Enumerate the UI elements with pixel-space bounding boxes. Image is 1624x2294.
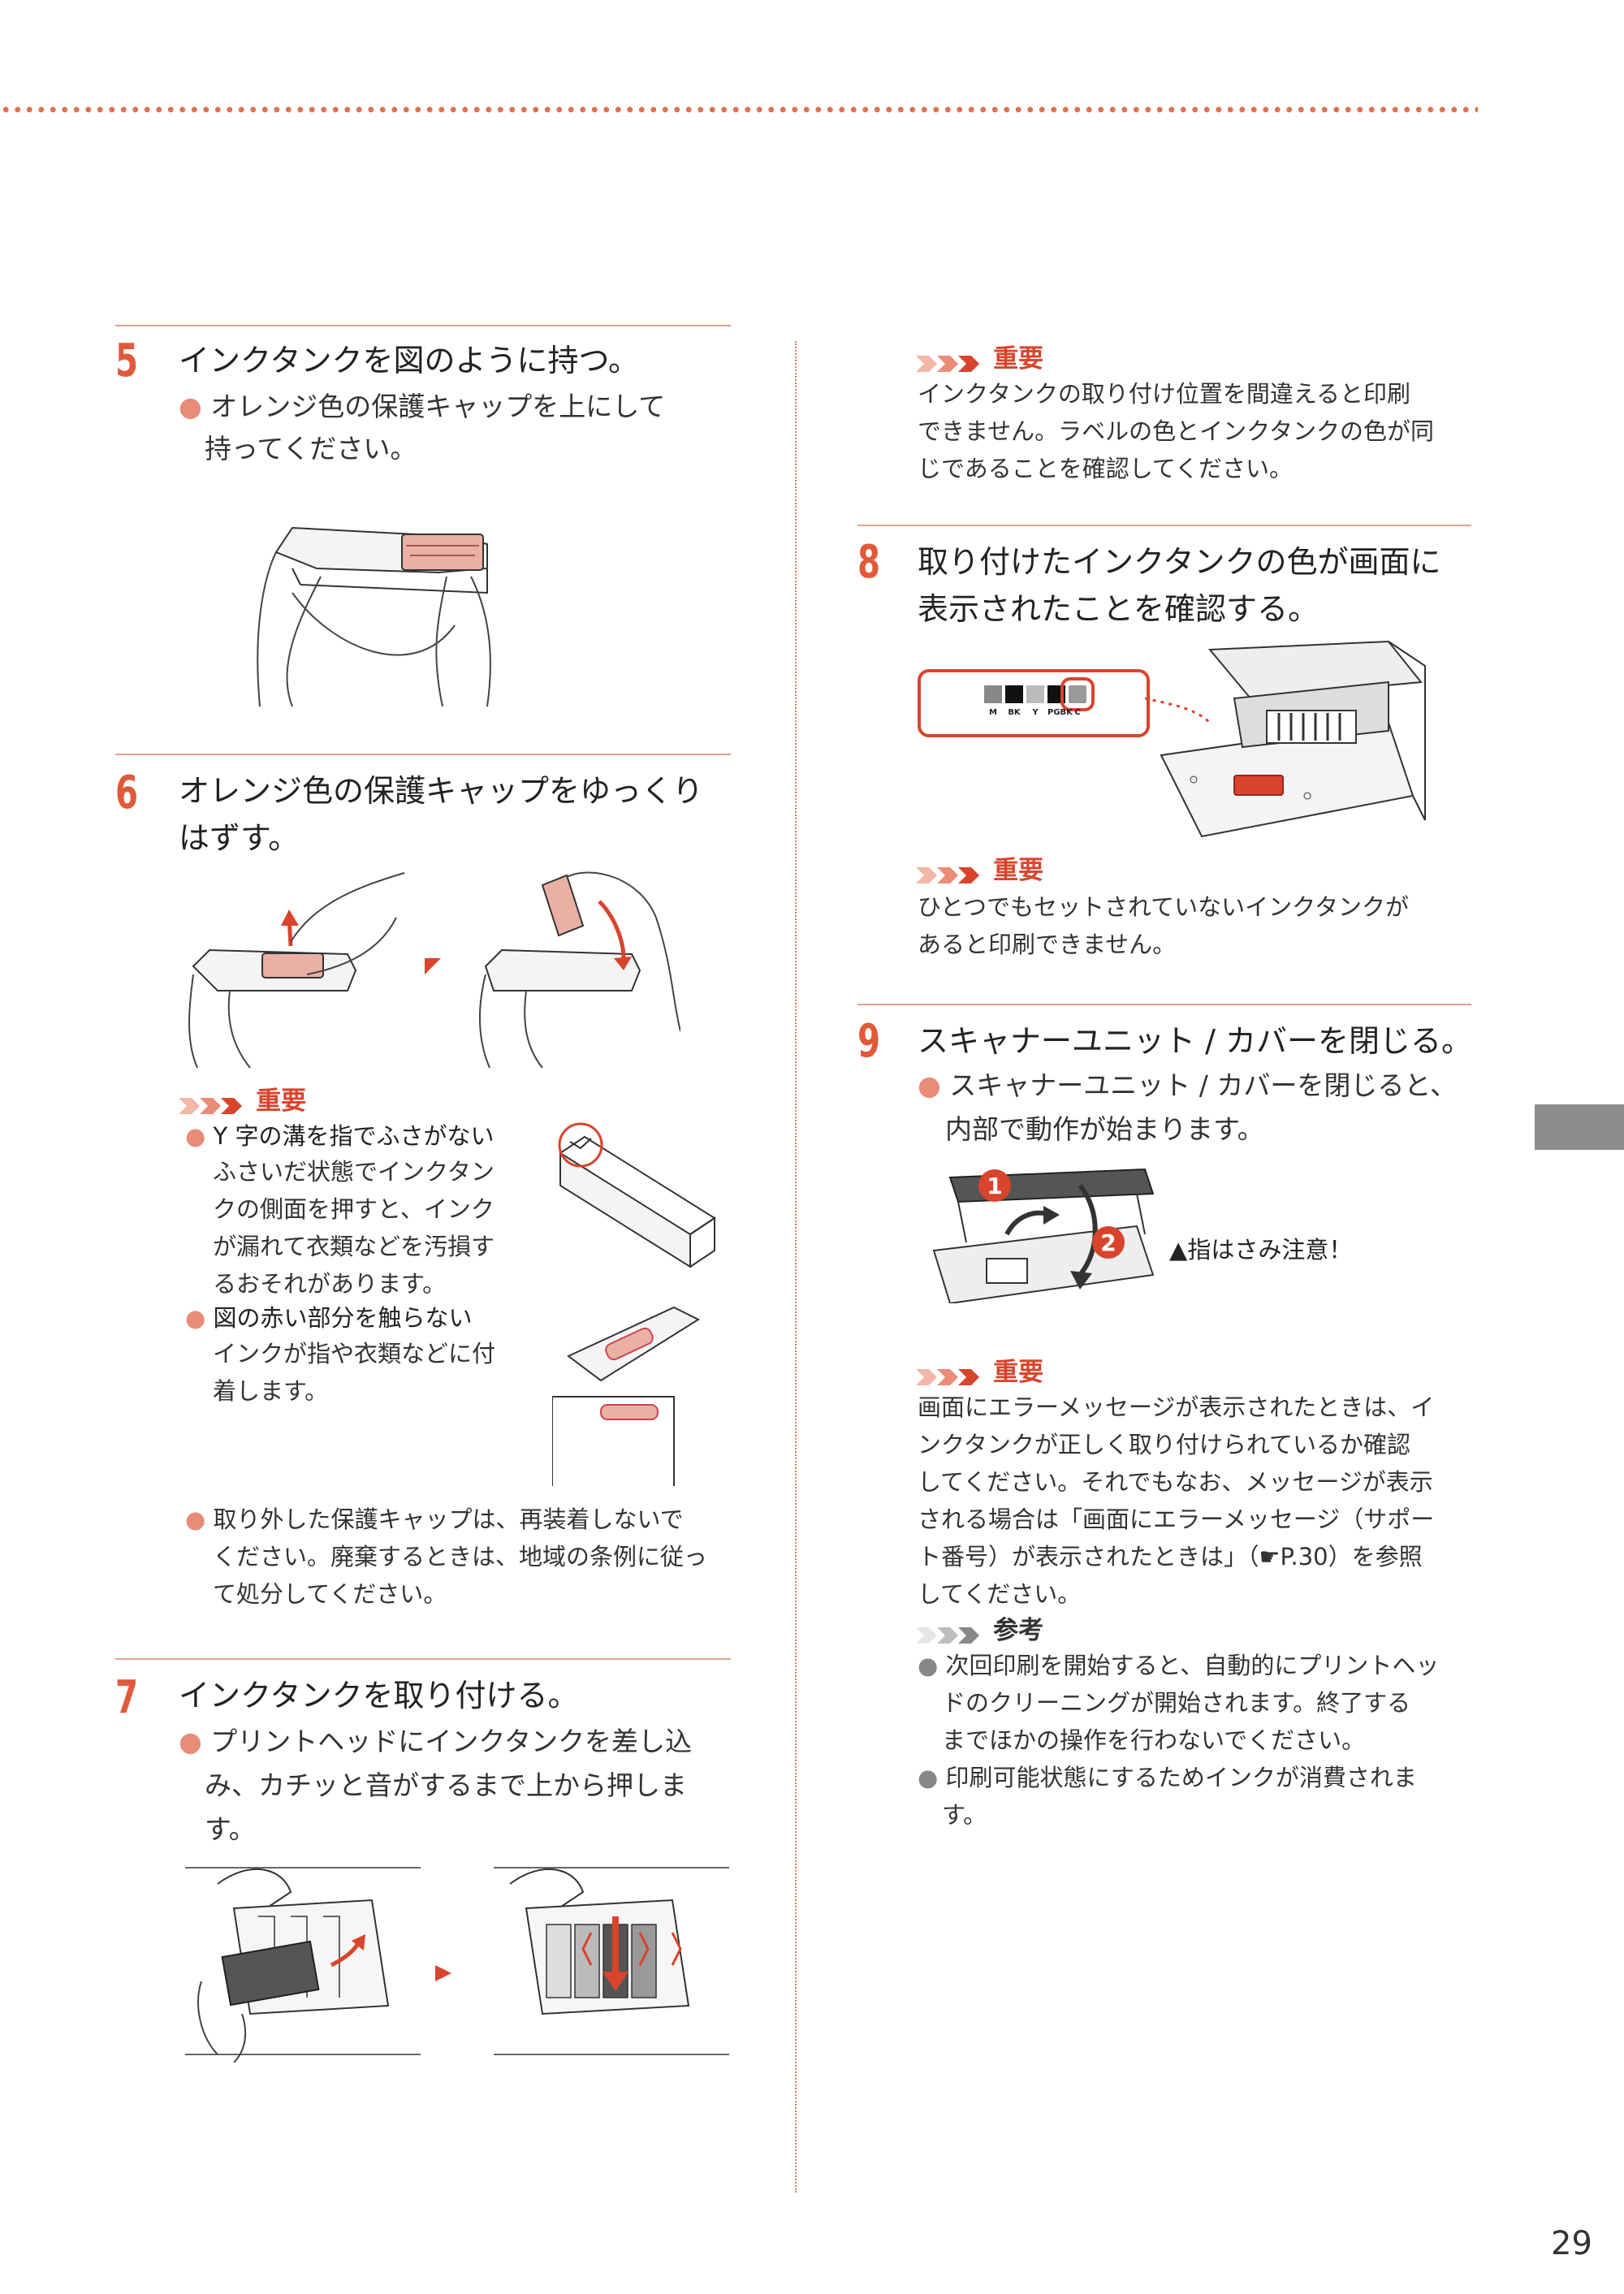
- ink-label: PGBK: [1047, 708, 1073, 717]
- insert-ink-tank-illustration: [185, 1867, 729, 2063]
- column-divider: [795, 341, 797, 2192]
- badge-2: 2: [1100, 1229, 1116, 1256]
- close-scanner-illustration: 1 2: [932, 1168, 1155, 1303]
- badge-1: 1: [987, 1173, 1002, 1199]
- chevron-icon: [916, 355, 979, 372]
- ink-y-icon: [1026, 685, 1044, 703]
- important-body: ひとつでもセットされていないインクタンクが あると印刷できません。: [918, 893, 1409, 958]
- step9-bullet: ● スキャナーユニット / カバーを閉じると、 内部で動作が始まります。: [918, 1069, 1458, 1145]
- important-item-1: ● Y 字の溝を指でふさがない: [185, 1122, 495, 1150]
- reference-heading: 参考: [916, 1609, 1043, 1647]
- ink-bk-icon: [1005, 685, 1023, 703]
- reference-label: 参考: [993, 1616, 1044, 1645]
- ink-status-screen: M BK Y PGBK C: [918, 669, 1150, 737]
- caution-note: ▲指はさみ注意！: [1169, 1236, 1353, 1264]
- step7-rule: [115, 1658, 731, 1660]
- important-heading: 重要: [916, 1351, 1043, 1389]
- printer-open-illustration: [1145, 640, 1426, 838]
- top-dotted-border: [0, 106, 1478, 114]
- step-title: インクタンクを図のように持つ。: [179, 343, 639, 378]
- chevron-icon: [179, 1097, 242, 1114]
- step6-rule: [115, 754, 731, 755]
- important-item-2-body: インクが指や衣類などに付 着します。: [213, 1340, 496, 1405]
- step-title: はずす。: [179, 820, 300, 856]
- step-number: 5: [115, 335, 139, 387]
- step-title: インクタンクを取り付ける。: [179, 1678, 579, 1713]
- important-heading: 重要: [179, 1080, 306, 1117]
- important-label: 重要: [256, 1087, 307, 1116]
- section-tab: [1535, 1104, 1624, 1150]
- step-title: オレンジ色の保護キャップをゆっくり: [179, 773, 704, 809]
- chevron-icon: [916, 866, 979, 883]
- ink-label: BK: [1008, 708, 1021, 717]
- important-item-1-body: ふさいだ状態でインクタン クの側面を押すと、インク が漏れて衣類などを汚損す る…: [213, 1158, 495, 1298]
- step-number: 6: [115, 767, 139, 819]
- reference-item-2: ● 印刷可能状態にするためインクが消費されま す。: [918, 1764, 1417, 1829]
- important-heading: 重要: [916, 338, 1043, 375]
- step9-rule: [857, 1004, 1471, 1005]
- step5-rule: [115, 325, 731, 326]
- step7-bullet: ● プリントヘッドにインクタンクを差し込 み、カチッと音がするまで上から押しま …: [179, 1726, 692, 1845]
- bullet-line: 持ってください。: [205, 433, 417, 464]
- important-label: 重要: [993, 1358, 1044, 1387]
- important-body: インクタンクの取り付け位置を間違えると印刷 できません。ラベルの色とインクタンク…: [918, 380, 1434, 482]
- step8-rule: [857, 525, 1471, 526]
- bullet-line: ● オレンジ色の保護キャップを上にして: [179, 391, 666, 422]
- remove-cap-illustration: [188, 871, 680, 1069]
- ink-label: M: [989, 708, 997, 717]
- step-number: 7: [115, 1671, 139, 1724]
- step-number: 9: [857, 1015, 881, 1068]
- important-item-2: ● 図の赤い部分を触らない: [185, 1304, 473, 1332]
- warning-icon: ▲: [1169, 1236, 1188, 1264]
- step-title: 取り付けたインクタンクの色が画面に: [918, 544, 1441, 580]
- important-label: 重要: [993, 344, 1044, 374]
- reference-item-1: ● 次回印刷を開始すると、自動的にプリントヘッ ドのクリーニングが開始されます。…: [918, 1652, 1440, 1754]
- step-number: 8: [857, 536, 881, 589]
- page-number: 29: [1551, 2225, 1592, 2262]
- y-groove-illustration: [558, 1122, 716, 1268]
- ink-pgbk-icon: [1047, 685, 1065, 703]
- ink-label: Y: [1032, 708, 1039, 717]
- step-title: 表示されたことを確認する。: [918, 591, 1320, 627]
- important-label: 重要: [993, 856, 1044, 885]
- cap-disposal-note: ● 取り外した保護キャップは、再装着しないで ください。廃棄するときは、地域の条…: [185, 1506, 708, 1608]
- red-part-illustration: [552, 1306, 701, 1486]
- ink-m-icon: [984, 685, 1002, 703]
- chevron-icon: [916, 1627, 979, 1644]
- ink-c-icon: [1060, 677, 1095, 711]
- chevron-icon: [916, 1368, 979, 1385]
- ink-label: C: [1074, 708, 1081, 717]
- important-body: 画面にエラーメッセージが表示されたときは、イ ンクタンクが正しく取り付けられてい…: [918, 1393, 1435, 1608]
- step-title: スキャナーユニット / カバーを閉じる。: [918, 1023, 1472, 1059]
- ink-tank-held-illustration: [257, 526, 491, 707]
- important-heading: 重要: [916, 849, 1043, 887]
